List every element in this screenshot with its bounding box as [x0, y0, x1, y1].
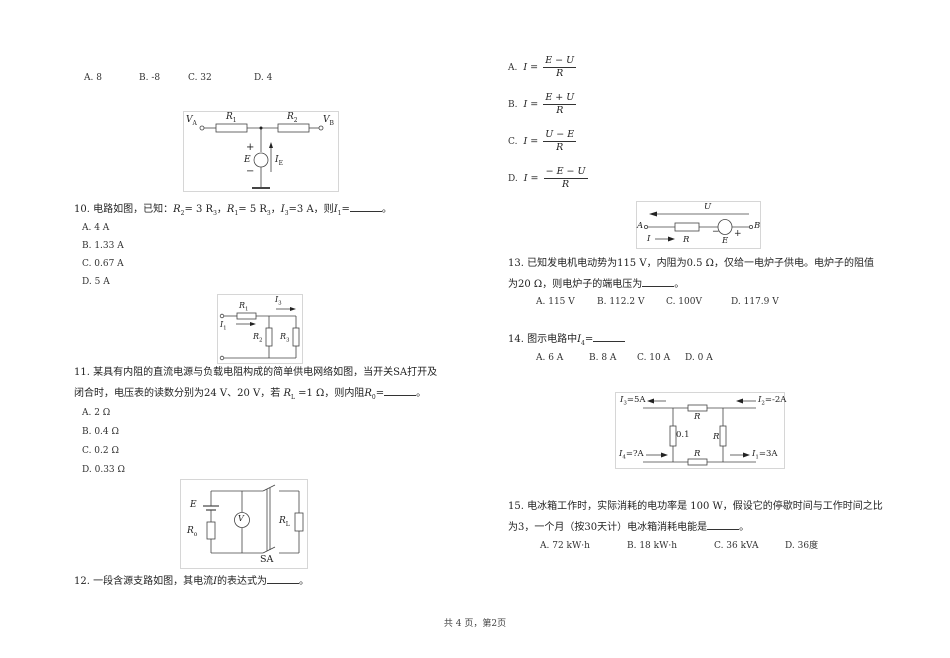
label-u: U: [704, 202, 712, 212]
circuit-diagram-q12: [644, 211, 754, 242]
question-14: 14. 图示电路中I4=: [508, 332, 626, 350]
q9-option-a: A. 8: [84, 73, 102, 83]
q10-option-b: B. 1.33 A: [82, 241, 124, 251]
label-r-right: R: [713, 432, 720, 442]
label-r2: R2: [253, 332, 263, 344]
question-13-line1: 13. 已知发电机电动势为115 V，内阻为0.5 Ω，仅给一电炉子供电。电炉子…: [508, 258, 874, 269]
answer-blank: [267, 574, 300, 584]
label-r: R: [683, 235, 690, 245]
q10-option-c: C. 0.67 A: [82, 259, 124, 269]
label-rl: RL: [279, 516, 290, 528]
q14-option-c: C. 10 A: [637, 353, 671, 363]
q15-option-a: A. 72 kW·h: [540, 541, 590, 551]
page-footer: 共 4 页，第2页: [443, 619, 507, 629]
label-r2: R2: [287, 112, 298, 124]
q9-option-d: D. 4: [254, 73, 273, 83]
label-sa: SA: [260, 554, 274, 565]
q15-option-b: B. 18 kW·h: [627, 541, 678, 551]
q13-option-d: D. 117.9 V: [731, 297, 779, 307]
answer-blank: [349, 202, 382, 212]
label-r1: R1: [226, 112, 237, 124]
question-11-line2: 闭合时，电压表的读数分别为24 V、20 V，若 RL =1 Ω，则内阻R0=。: [74, 386, 427, 401]
circuit-figure-q14: I3=5A I2=-2A I4=?A I1=3A R 0.1 R R: [615, 392, 787, 469]
label-vb: VB: [323, 115, 334, 127]
label-e: E: [722, 236, 729, 246]
label-i4: I4=?A: [619, 449, 644, 461]
circuit-figure-q12: U A B I R − + E: [636, 201, 761, 249]
label-minus: −: [712, 227, 720, 237]
circuit-figure-q9: VA R1 R2 VB + E − IE: [183, 111, 339, 192]
label-i: I: [647, 234, 651, 244]
q9-option-b: B. -8: [139, 73, 161, 83]
q13-option-b: B. 112.2 V: [597, 297, 645, 307]
circuit-diagram-q9: [199, 123, 324, 189]
q9-option-c: C. 32: [188, 73, 212, 83]
q11-option-b: B. 0.4 Ω: [82, 427, 119, 437]
question-12: 12. 一段含源支路如图，其电流I的表达式为。: [74, 574, 310, 587]
label-b: B: [754, 221, 761, 231]
label-ie: IE: [275, 155, 283, 167]
label-i1: I1=3A: [752, 449, 778, 461]
label-r1: R1: [239, 301, 249, 313]
label-r0: Ro: [187, 526, 198, 538]
answer-blank: [593, 332, 626, 342]
label-i3: I3=5A: [620, 395, 646, 407]
voltmeter-label: V: [238, 514, 244, 523]
q14-option-b: B. 8 A: [589, 353, 617, 363]
label-i3: I3: [275, 295, 282, 307]
q11-option-a: A. 2 Ω: [82, 408, 111, 418]
circuit-diagram-q11: [203, 484, 304, 554]
circuit-figure-q10: R1 I1 I3 R2 R3: [217, 294, 303, 364]
circuit-diagram-q10: [219, 307, 300, 361]
q11-option-d: D. 0.33 Ω: [82, 465, 125, 475]
circuit-diagram-q14: [643, 398, 756, 466]
label-r3: R3: [280, 332, 290, 344]
label-a: A: [637, 221, 644, 231]
label-r-left: 0.1: [676, 430, 690, 440]
q15-option-d: D. 36度: [785, 541, 819, 551]
question-13-line2: 为20 Ω，则电炉子的端电压为。: [508, 277, 685, 290]
label-plus: +: [734, 229, 742, 239]
label-minus: −: [246, 166, 255, 177]
question-15-line2: 为3，一个月（按30天计）电冰箱消耗电能是。: [508, 520, 750, 533]
q13-option-c: C. 100V: [666, 297, 702, 307]
question-10: 10. 电路如图，已知：R2= 3 R3，R1= 5 R3，I3=3 A，则I1…: [74, 202, 392, 217]
answer-blank: [642, 277, 675, 287]
answer-blank: [384, 386, 417, 396]
label-i2: I2=-2A: [758, 395, 787, 407]
q11-option-c: C. 0.2 Ω: [82, 446, 119, 456]
question-15-line1: 15. 电冰箱工作时，实际消耗的电功率是 100 W，假设它的停歇时间与工作时间…: [508, 501, 883, 512]
answer-blank: [707, 520, 740, 530]
label-plus: +: [246, 142, 255, 153]
label-i1: I1: [220, 320, 227, 332]
label-r-bottom: R: [694, 449, 701, 459]
label-e: E: [190, 500, 197, 510]
q10-option-a: A. 4 A: [82, 223, 110, 233]
q10-option-d: D. 5 A: [82, 277, 110, 287]
q14-option-a: A. 6 A: [536, 353, 564, 363]
q13-option-a: A. 115 V: [536, 297, 575, 307]
label-r-top: R: [694, 412, 701, 422]
circuit-figure-q11: E Ro V RL SA: [180, 479, 308, 569]
label-va: VA: [186, 115, 197, 127]
q14-option-d: D. 0 A: [685, 353, 713, 363]
q15-option-c: C. 36 kVA: [714, 541, 759, 551]
label-e: E: [244, 155, 251, 165]
question-11-line1: 11. 某具有内阻的直流电源与负载电阻构成的简单供电网络如图，当开关SA打开及: [74, 367, 438, 378]
